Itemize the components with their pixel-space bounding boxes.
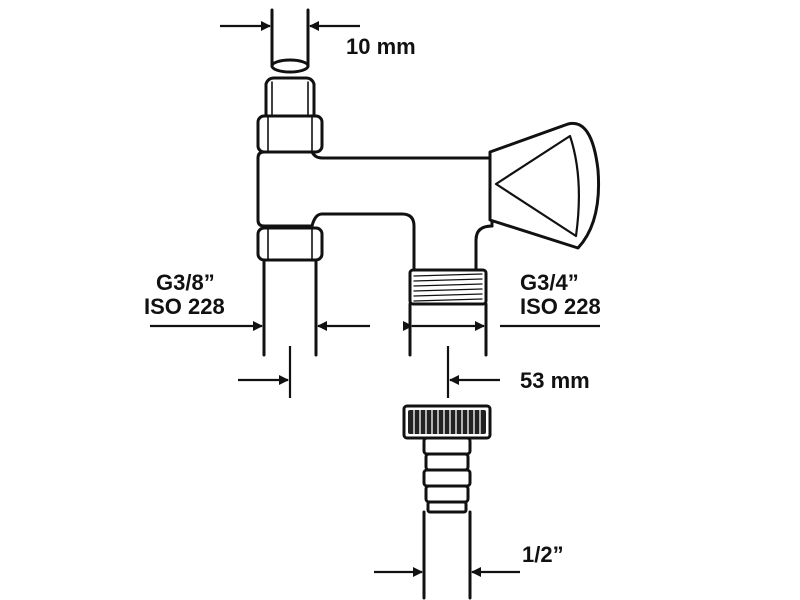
label-spacing: 53 mm [520, 368, 590, 393]
hose-connector-nut [402, 404, 492, 440]
label-left-thread-standard: ISO 228 [144, 294, 225, 319]
label-right-thread-standard: ISO 228 [520, 294, 601, 319]
valve-handle [488, 121, 601, 250]
hose [422, 510, 472, 600]
label-left-thread-size: G3/8” [156, 270, 215, 295]
valve-body-outline [256, 150, 494, 272]
label-right-thread-size: G3/4” [520, 270, 579, 295]
lower-hex-nut [256, 226, 324, 262]
upper-fitting [264, 76, 316, 118]
label-hose-size: 1/2” [522, 542, 564, 567]
upper-hex-nut [256, 114, 324, 154]
left-outlet-pipe [262, 258, 318, 357]
top-pipe [270, 8, 310, 74]
hose-barb [422, 436, 472, 514]
label-pipe-diameter: 10 mm [346, 34, 416, 59]
threaded-outlet [408, 268, 488, 357]
